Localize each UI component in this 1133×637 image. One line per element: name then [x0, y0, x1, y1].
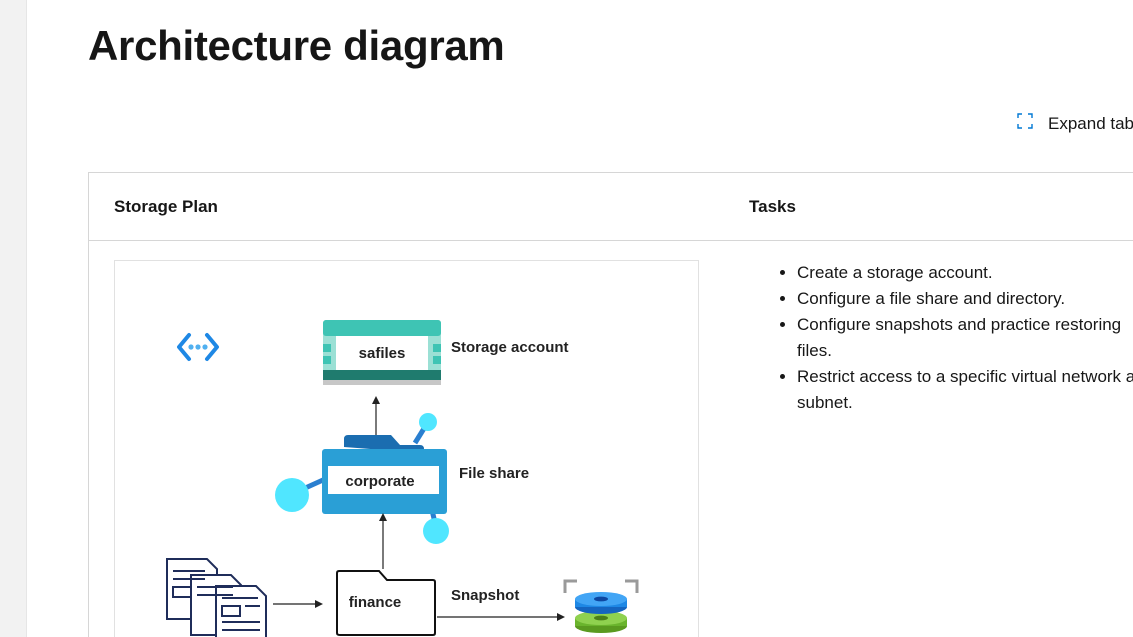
- documents-icon: [166, 558, 267, 637]
- file-share-label: File share: [459, 465, 529, 482]
- snapshot-label: Snapshot: [451, 587, 519, 604]
- storage-account-label: Storage account: [451, 339, 569, 356]
- task-list: Create a storage account. Configure a fi…: [770, 260, 1133, 416]
- architecture-diagram: safiles Storage account corpo: [114, 260, 699, 637]
- storage-account-icon: [323, 320, 441, 385]
- architecture-diagram-svg: safiles Storage account corpo: [166, 320, 639, 637]
- folder-icon: [336, 570, 436, 636]
- task-item: Create a storage account.: [797, 260, 1133, 286]
- expand-icon: [1016, 112, 1034, 135]
- snapshot-icon: [563, 579, 639, 633]
- task-item: Configure a file share and directory.: [797, 286, 1133, 312]
- task-item: Restrict access to a specific virtual ne…: [797, 364, 1133, 416]
- expand-table-button[interactable]: Expand tab: [1016, 112, 1133, 135]
- file-share-icon: [275, 413, 449, 544]
- storage-plan-table: Storage Plan Tasks: [88, 172, 1133, 637]
- task-item: Configure snapshots and practice restori…: [797, 312, 1133, 364]
- left-rail: [0, 0, 27, 637]
- directory-name: finance: [349, 594, 402, 611]
- virtual-network-icon: [177, 333, 219, 361]
- file-share-name: corporate: [345, 473, 414, 490]
- expand-label: Expand tab: [1048, 113, 1133, 133]
- header-tasks: Tasks: [749, 197, 796, 216]
- table-header-row: Storage Plan Tasks: [89, 173, 1133, 241]
- storage-account-name: safiles: [359, 345, 406, 362]
- page-title: Architecture diagram: [88, 22, 505, 69]
- header-storage-plan: Storage Plan: [114, 197, 218, 216]
